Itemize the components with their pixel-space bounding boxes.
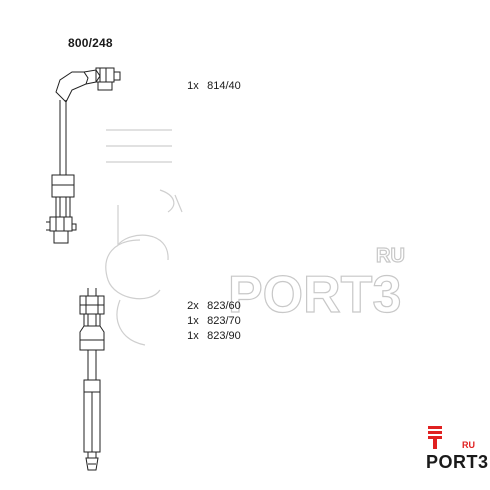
kit-number: 800/248 [68, 36, 113, 50]
part-qty: 1x [187, 80, 199, 92]
part-qty: 1x [187, 315, 199, 327]
watermark-emblem [105, 129, 183, 346]
spark-plug-clip [49, 216, 73, 232]
watermark-text: PORT3 [228, 266, 401, 324]
terminal-connector [95, 67, 115, 83]
part-line: 1x 823/90 [181, 318, 241, 342]
part-code: 823/90 [207, 330, 241, 342]
part-line: 1x 823/70 [181, 303, 241, 327]
part-code: 814/40 [207, 80, 241, 92]
cable-823 [79, 288, 105, 471]
part-qty: 1x [187, 330, 199, 342]
cable-814-40 [46, 67, 121, 244]
lower-boot [51, 174, 75, 198]
part-line: 1x 814/40 [181, 68, 241, 92]
watermark: PORT3 RU [105, 129, 405, 346]
part-line: 2x 823/60 [181, 288, 241, 312]
watermark-suffix: RU [376, 245, 405, 267]
logo-text: PORT3 [426, 452, 489, 472]
part-code: 823/70 [207, 315, 241, 327]
upper-boot [79, 325, 105, 351]
logo-suffix: RU [462, 440, 475, 450]
part-code: 823/60 [207, 300, 241, 312]
part-qty: 2x [187, 300, 199, 312]
port3-logo-icon [428, 426, 442, 449]
plug-tip [85, 457, 99, 471]
angled-boot [55, 71, 89, 103]
